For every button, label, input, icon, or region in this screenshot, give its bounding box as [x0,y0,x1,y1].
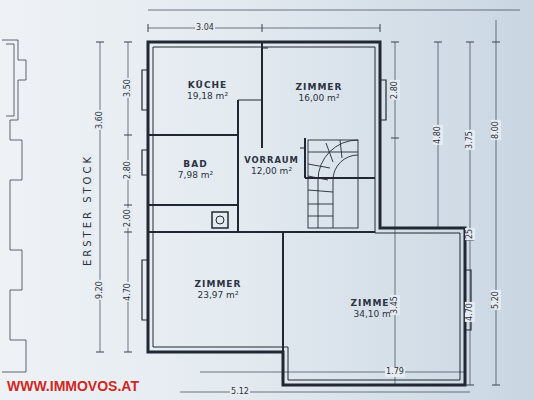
staircase [308,140,358,228]
room-area: 34,10 m² [353,309,394,320]
room-area: 12,00 m² [251,166,292,177]
room-area: 7,98 m² [178,170,213,181]
room: KÜCHE19,18 m² [155,49,260,133]
room-name: VORRAUM [244,155,299,166]
dimension: 5.20 [491,290,501,310]
dimension: 2.00 [123,208,133,228]
room: ZIMMER34,10 m² [290,240,458,378]
room-area: 23,97 m² [197,290,238,301]
dimension: 3.04 [195,23,215,33]
neighbour-outline [2,40,26,372]
dimension: 2.80 [390,80,400,100]
walls [142,42,471,385]
dimension: 3.75 [465,130,475,150]
dimension: 8.00 [491,120,501,140]
dimension: 5.12 [230,387,250,397]
room: ZIMMER23,97 m² [155,234,281,346]
dimension: 25 [465,228,475,240]
watermark: WWW.IMMOVOS.AT [6,378,140,394]
dimension: 3.45 [390,295,400,315]
chimney [212,212,228,228]
room-name: BAD [183,159,207,170]
dimension: 3.60 [95,110,105,130]
room-name: ZIMMER [195,279,242,290]
room-name: KÜCHE [188,80,227,91]
dimension: 3.50 [123,78,133,98]
room-area: 16,00 m² [298,93,339,104]
floor-title: ERSTER STOCK [82,153,94,267]
room: ZIMMER16,00 m² [264,49,374,137]
room-area: 19,18 m² [187,91,228,102]
dimension: 9.20 [95,280,105,300]
dimension-lines [96,10,520,392]
dimension: 4.70 [465,302,475,322]
room: BAD7,98 m² [155,137,236,203]
dimension: 2.80 [123,160,133,180]
dimension: 4.70 [123,282,133,302]
dimension: 4.80 [433,125,443,145]
room: VORRAUM12,00 m² [240,102,303,230]
dimension: 1.79 [385,367,405,377]
room-name: ZIMMER [296,82,343,93]
